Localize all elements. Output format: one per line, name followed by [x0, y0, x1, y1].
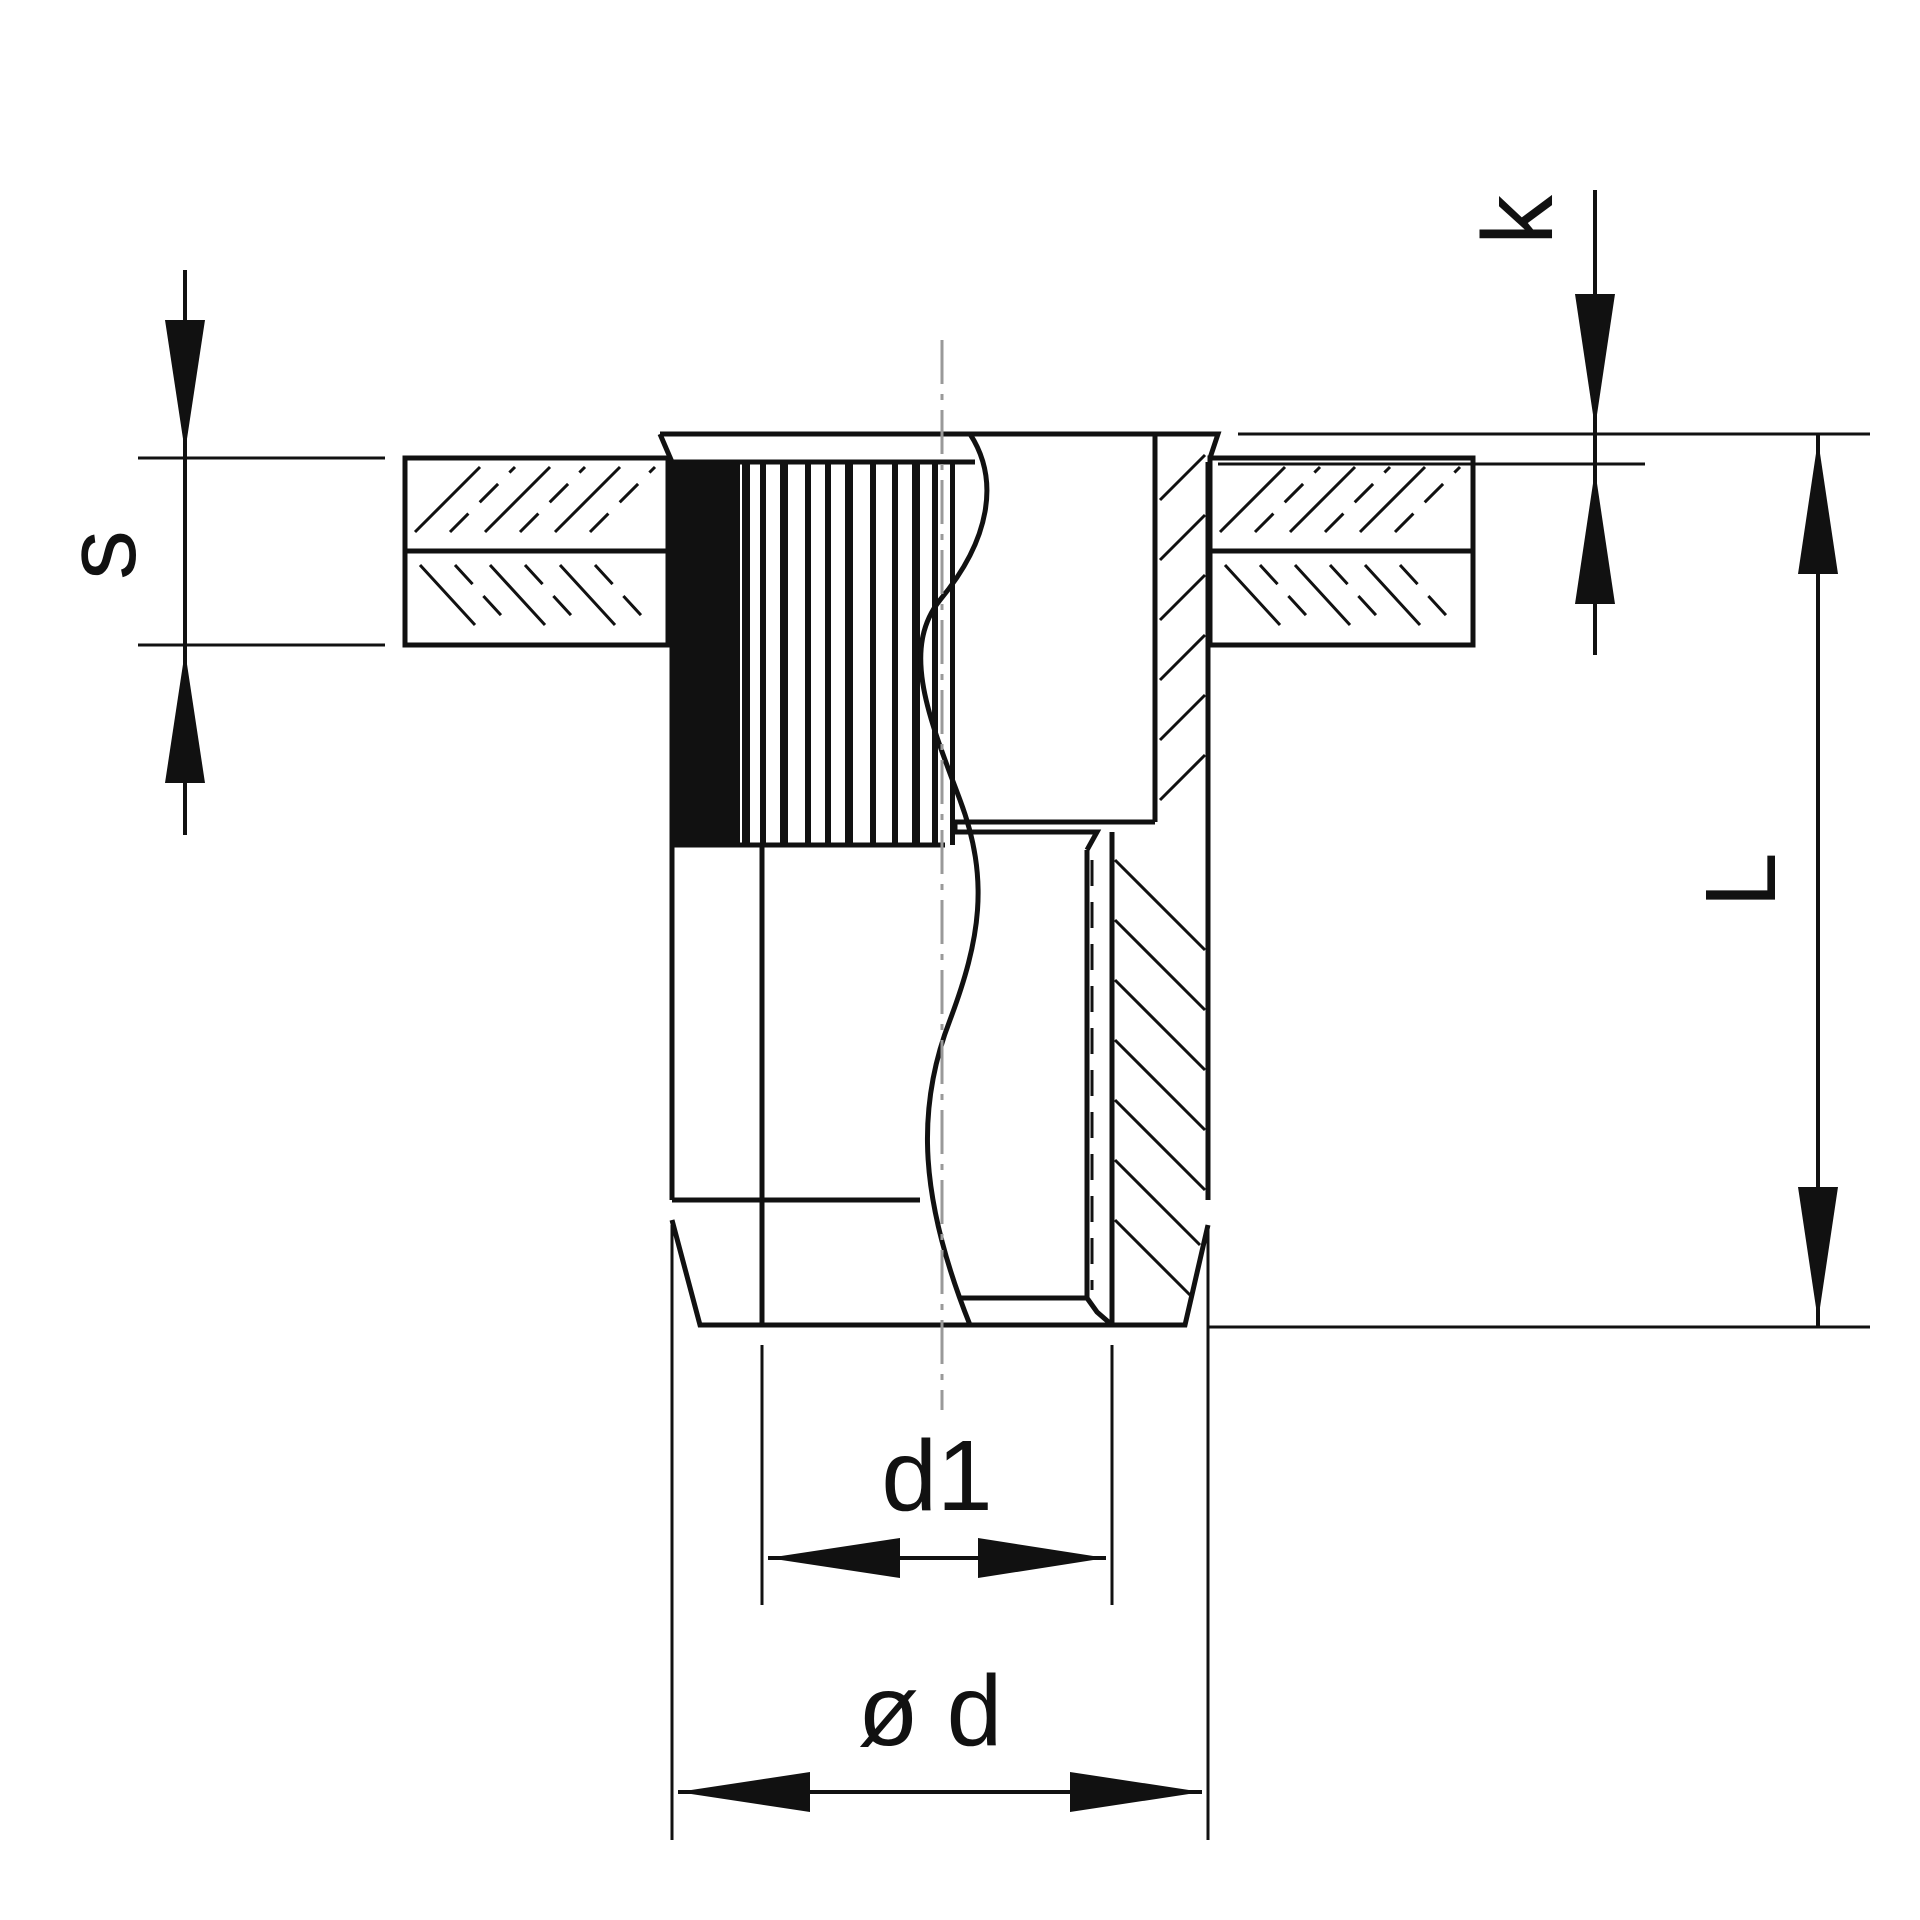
dimension-s: s: [45, 270, 385, 835]
knurl-band: [672, 459, 975, 845]
dimension-d: ø d: [670, 1225, 1210, 1840]
dimension-d1: d1: [760, 1345, 1114, 1605]
label-d: ø d: [858, 1655, 1002, 1767]
label-d1: d1: [881, 1420, 992, 1532]
dimension-L: L: [1208, 434, 1870, 1329]
label-L: L: [1685, 852, 1797, 908]
label-k: k: [1462, 194, 1574, 245]
dimension-k: k: [1218, 190, 1870, 655]
sheet-right: [1207, 455, 1476, 648]
sheet-left: [402, 455, 671, 648]
break-line: [918, 432, 990, 1326]
wall-section-hatch: [1090, 453, 1207, 1297]
label-s: s: [45, 530, 157, 580]
